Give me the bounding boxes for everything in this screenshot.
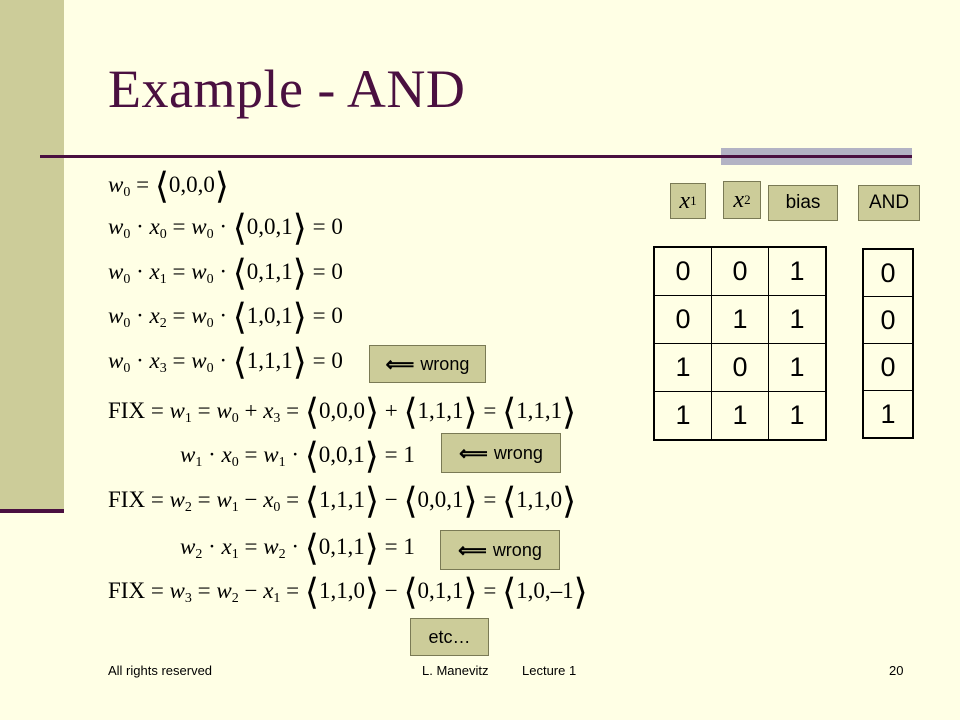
equation-result: 0 — [331, 259, 343, 284]
equation-fix-1: FIX = w1 = w0 + x3 = ⟨0,0,0⟩ + ⟨1,1,1⟩ =… — [108, 392, 577, 432]
table-cell: 1 — [768, 343, 827, 392]
table-cell: 1 — [863, 390, 913, 439]
footer-lecture: Lecture 1 — [522, 663, 577, 678]
x3-vector: 1,1,1 — [246, 348, 293, 373]
table-cell: 0 — [863, 296, 913, 344]
table-row: 0 — [863, 296, 913, 344]
equation-w0-x1: w0 · x1 = w0 · ⟨0,1,1⟩ = 0 — [108, 253, 343, 293]
footer-rights: All rights reserved — [108, 663, 213, 678]
vector-c: 1,1,1 — [516, 398, 563, 423]
left-arrow-icon: ⟸ — [385, 353, 415, 376]
wrong-callout-2: ⟸wrong — [441, 433, 561, 473]
footer-author: L. Manevitz — [422, 663, 489, 678]
callout-label: wrong — [492, 539, 542, 560]
header-bias: bias — [768, 185, 838, 221]
table-cell: 0 — [711, 343, 769, 392]
table-row: 1 0 1 — [653, 343, 827, 392]
left-arrow-icon: ⟸ — [458, 539, 487, 562]
equation-w0-x0: w0 · x0 = w0 · ⟨0,0,1⟩ = 0 — [108, 208, 343, 248]
side-bar — [0, 0, 64, 512]
table-row: 0 1 1 — [653, 295, 827, 344]
table-cell: 1 — [653, 343, 712, 392]
vector-b: 1,1,1 — [417, 398, 464, 423]
equation-fix-2: FIX = w2 = w1 − x0 = ⟨1,1,1⟩ − ⟨0,0,1⟩ =… — [108, 481, 577, 521]
equation-result: 0 — [331, 214, 343, 239]
fix-label: FIX — [108, 578, 146, 603]
slide-title: Example - AND — [108, 59, 466, 119]
equation-result: 1 — [403, 534, 415, 559]
footer-page-number: 20 — [889, 663, 904, 678]
table-cell: 1 — [768, 295, 827, 344]
table-row: 1 — [863, 390, 913, 439]
equation-result: 0 — [331, 303, 343, 328]
table-row: 0 — [863, 248, 913, 297]
table-cell: 1 — [711, 295, 769, 344]
vector-a: 0,0,0 — [318, 398, 365, 423]
header-and: AND — [858, 185, 920, 221]
side-bar-foot — [0, 509, 64, 513]
table-row: 0 — [863, 343, 913, 391]
equation-w0-init: w0 = ⟨0,0,0⟩ — [108, 166, 229, 206]
table-row: 1 1 1 — [653, 391, 827, 441]
vector-b: 0,1,1 — [417, 578, 464, 603]
x1-vector: 0,1,1 — [246, 259, 293, 284]
left-arrow-icon: ⟸ — [459, 442, 488, 465]
table-cell: 0 — [711, 246, 769, 296]
vector-a: 1,1,0 — [318, 578, 365, 603]
callout-label: wrong — [493, 442, 543, 463]
wrong-callout-1: ⟸wrong — [369, 345, 486, 383]
x2-vector: 1,0,1 — [246, 303, 293, 328]
table-cell: 0 — [653, 295, 712, 344]
equation-w0-x2: w0 · x2 = w0 · ⟨1,0,1⟩ = 0 — [108, 297, 343, 337]
output-table: 0 0 0 1 — [862, 248, 914, 439]
title-rule — [40, 155, 912, 158]
equation-result: 1 — [403, 442, 415, 467]
callout-label: etc… — [428, 626, 471, 647]
w0-vector: 0,0,0 — [168, 172, 215, 197]
x1-vector: 0,1,1 — [318, 534, 365, 559]
equation-w1-x0: w1 · x0 = w1 · ⟨0,0,1⟩ = 1 — [180, 436, 415, 476]
table-row: 0 0 1 — [653, 246, 827, 296]
etc-callout: etc… — [410, 618, 489, 656]
equation-w2-x1: w2 · x1 = w2 · ⟨0,1,1⟩ = 1 — [180, 528, 415, 568]
equation-fix-3: FIX = w3 = w2 − x1 = ⟨1,1,0⟩ − ⟨0,1,1⟩ =… — [108, 572, 588, 612]
vector-c: 1,1,0 — [516, 487, 563, 512]
table-cell: 1 — [653, 391, 712, 441]
x0-vector: 0,0,1 — [318, 442, 365, 467]
table-cell: 1 — [768, 246, 827, 296]
x0-vector: 0,0,1 — [246, 214, 293, 239]
wrong-callout-3: ⟸wrong — [440, 530, 560, 570]
table-cell: 0 — [863, 343, 913, 391]
equation-result: 0 — [331, 348, 343, 373]
equation-w0-x3: w0 · x3 = w0 · ⟨1,1,1⟩ = 0 — [108, 342, 343, 382]
callout-label: wrong — [420, 353, 470, 374]
vector-b: 0,0,1 — [417, 487, 464, 512]
input-table: 0 0 1 0 1 1 1 0 1 1 1 1 — [653, 246, 827, 441]
table-cell: 1 — [711, 391, 769, 441]
vector-a: 1,1,1 — [318, 487, 365, 512]
vector-c: 1,0,–1 — [516, 578, 574, 603]
table-cell: 0 — [653, 246, 712, 296]
fix-label: FIX — [108, 487, 146, 512]
fix-label: FIX — [108, 398, 146, 423]
table-cell: 0 — [863, 248, 913, 297]
table-cell: 1 — [768, 391, 827, 441]
